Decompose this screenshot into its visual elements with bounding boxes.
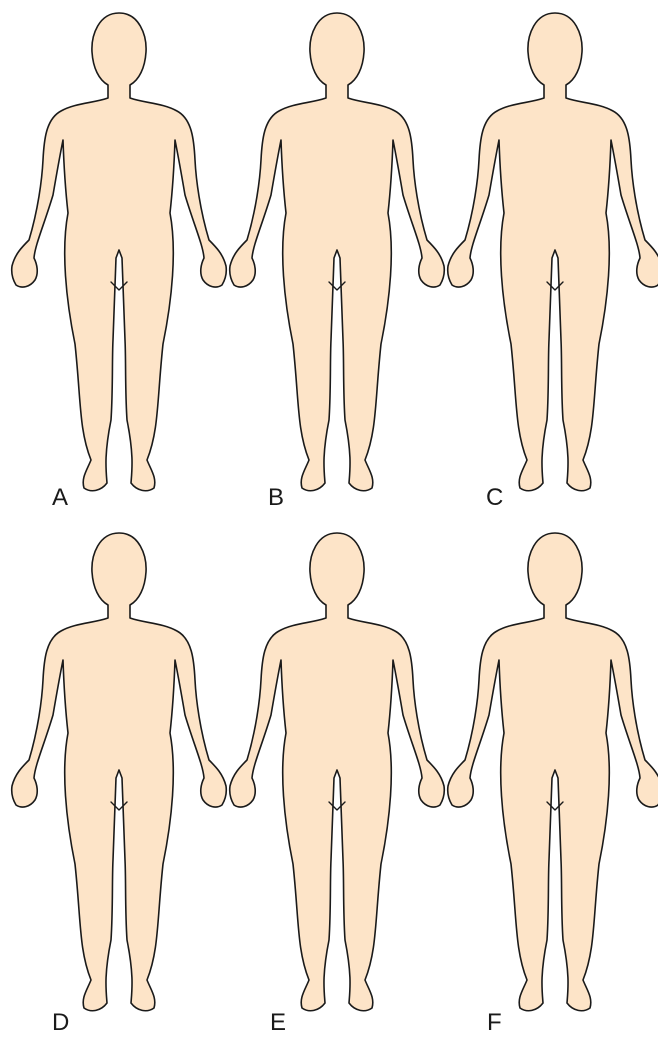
lower-legs-feet-region [277,890,397,1020]
panel-e [207,533,467,1020]
panel-a [0,13,249,491]
body-outline [12,13,227,491]
panel-f [425,533,658,1011]
body-outline [12,533,227,1011]
panel-label-b: B [268,484,284,511]
panel-label-c: C [486,484,503,511]
body-outline [448,533,658,1011]
panel-label-d: D [52,1009,69,1036]
lower-leg-outer-region [277,360,397,480]
panel-b [207,13,467,491]
body-outline [230,533,445,1011]
panel-d [0,533,249,1011]
panel-label-e: E [270,1009,286,1036]
panel-c [425,13,658,491]
body-outline [448,13,658,491]
panel-label-f: F [487,1009,502,1036]
panel-label-a: A [52,484,68,511]
body-outline [230,13,445,491]
